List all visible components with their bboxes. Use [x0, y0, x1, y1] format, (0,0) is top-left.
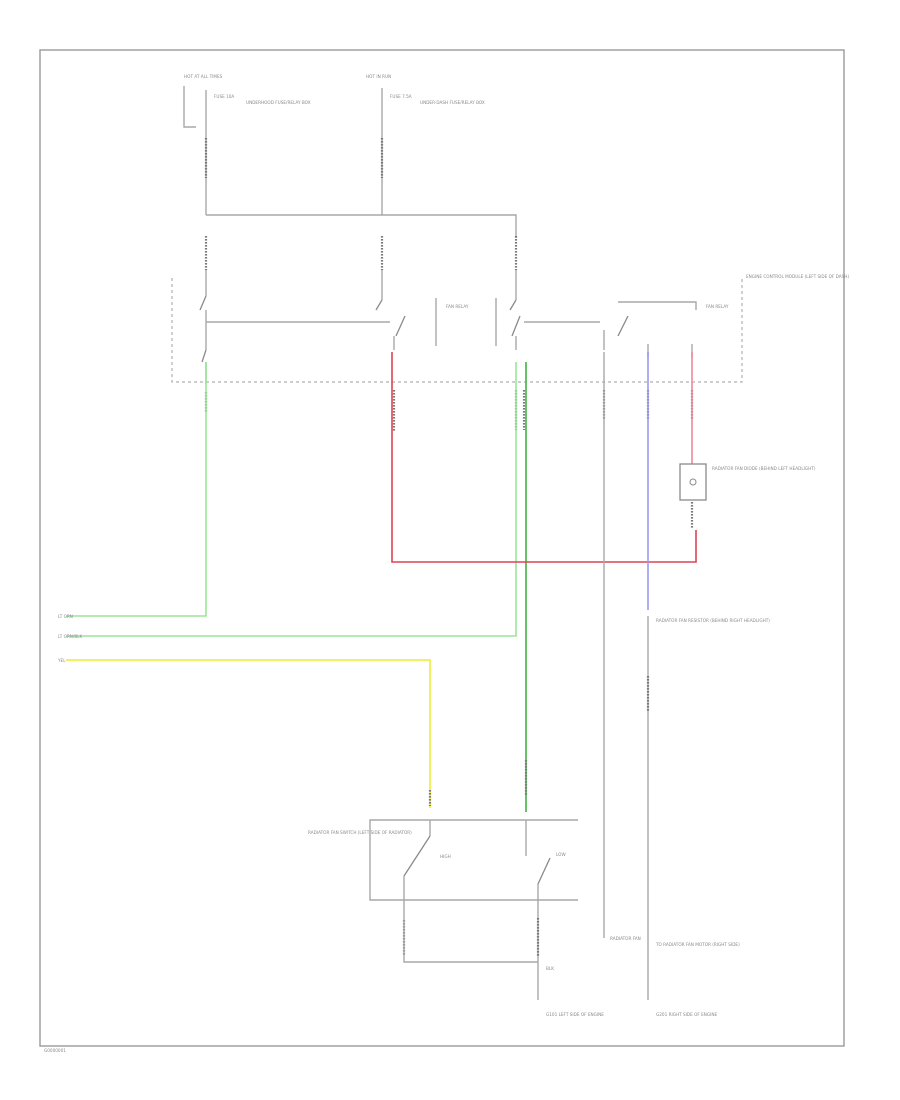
right-bottom-tag: RADIATOR FAN — [610, 936, 641, 941]
left-wire-2: YEL — [57, 658, 66, 663]
left-wire-0: LT GRN — [58, 614, 73, 619]
switch-high: HIGH — [440, 854, 451, 859]
fuse-left-title: HOT AT ALL TIMES — [184, 74, 223, 79]
fuse-left-desc: UNDERHOOD FUSE/RELAY BOX — [246, 100, 311, 105]
wire-lt-grn-blk — [66, 362, 517, 637]
fuse-left-name: FUSE 10A — [214, 94, 234, 99]
left-wire-1: LT GRN/BLK — [58, 634, 83, 639]
fuse-right: HOT IN RUN FUSE 7.5A UNDER-DASH FUSE/REL… — [366, 74, 485, 215]
relay-box: FAN RELAY FAN RELAY ENGINE CONTROL MODUL… — [171, 270, 849, 384]
frame-id: G0000001 — [44, 1048, 66, 1053]
fuse-left: HOT AT ALL TIMES FUSE 10A UNDERHOOD FUSE… — [183, 74, 311, 215]
resistor-desc: RADIATOR FAN RESISTOR (BEHIND RIGHT HEAD… — [656, 618, 770, 623]
ground-right: G201 RIGHT SIDE OF ENGINE — [656, 1012, 718, 1017]
switch-low: LOW — [556, 852, 566, 857]
control-unit-desc: ENGINE CONTROL MODULE (LEFT SIDE OF DASH… — [746, 274, 849, 279]
relay-a-label: FAN RELAY — [446, 304, 469, 309]
ground-label: BLK — [546, 966, 554, 971]
relay-b-label: FAN RELAY — [706, 304, 729, 309]
feed-bus — [206, 214, 517, 238]
fuse-right-title: HOT IN RUN — [366, 74, 391, 79]
diagram-frame — [39, 49, 845, 1047]
wire-lt-grn — [66, 362, 207, 617]
fuse-right-desc: UNDER-DASH FUSE/RELAY BOX — [420, 100, 485, 105]
ground-bus — [403, 900, 538, 963]
diode-desc: RADIATOR FAN DIODE (BEHIND LEFT HEADLIGH… — [712, 466, 816, 471]
switch-desc: RADIATOR FAN SWITCH (LEFT SIDE OF RADIAT… — [308, 830, 412, 835]
right-bottom-desc: TO RADIATOR FAN MOTOR (RIGHT SIDE) — [655, 942, 740, 947]
radiator-fan-switch: RADIATOR FAN SWITCH (LEFT SIDE OF RADIAT… — [308, 819, 578, 901]
fuse-right-name: FUSE 7.5A — [390, 94, 412, 99]
wire-yel — [66, 659, 431, 808]
wire-red — [391, 352, 697, 563]
ground-left: G101 LEFT SIDE OF ENGINE — [546, 1012, 604, 1017]
radiator-fan-diode: RADIATOR FAN DIODE (BEHIND LEFT HEADLIGH… — [679, 463, 816, 528]
